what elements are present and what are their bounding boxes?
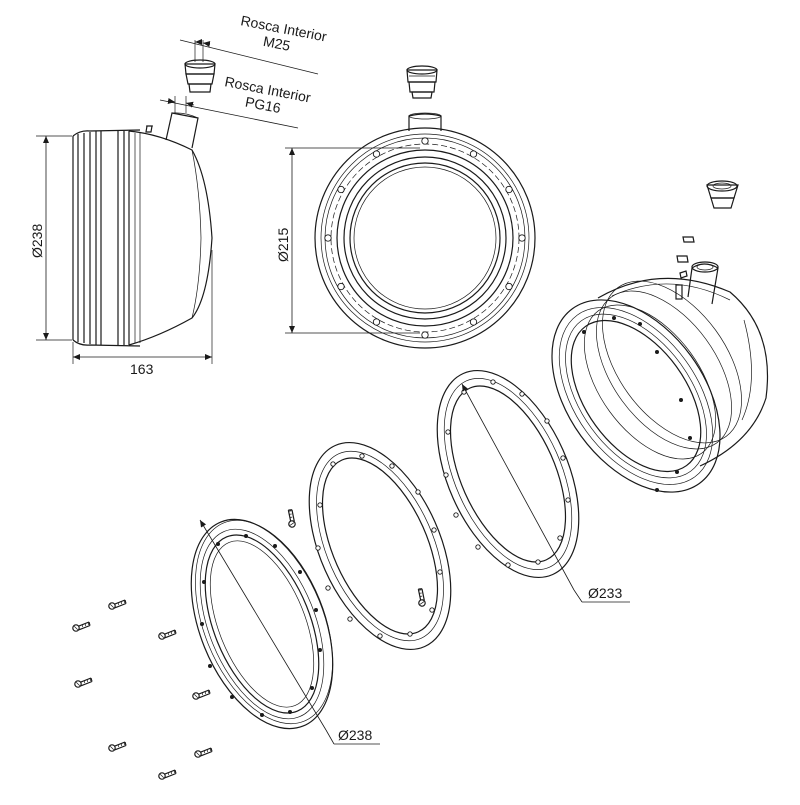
thread-m25-line2: M25	[262, 33, 292, 54]
side-view	[36, 112, 213, 364]
housing-isometric	[551, 180, 769, 493]
front-frame	[190, 518, 380, 745]
front-bolt-holes	[324, 137, 526, 339]
side-length-label: 163	[130, 361, 154, 377]
gasket	[436, 369, 630, 603]
front-frame-holes	[200, 534, 322, 717]
gasket-diameter-label: Ø233	[588, 585, 622, 601]
thread-pg16-line2: PG16	[244, 94, 282, 117]
middle-ring	[308, 441, 452, 651]
thread-m25-label: Rosca Interior M25	[236, 12, 331, 61]
side-diameter-label: Ø238	[29, 224, 45, 258]
middle-ring-holes	[315, 453, 443, 639]
thread-pg16-label: Rosca Interior PG16	[220, 73, 315, 122]
frame-diameter-label: Ø238	[338, 727, 372, 743]
screws	[72, 508, 429, 780]
gasket-holes	[443, 379, 571, 568]
threaded-connector	[159, 39, 319, 129]
front-view	[285, 65, 536, 349]
front-diameter-label: Ø215	[275, 228, 291, 262]
